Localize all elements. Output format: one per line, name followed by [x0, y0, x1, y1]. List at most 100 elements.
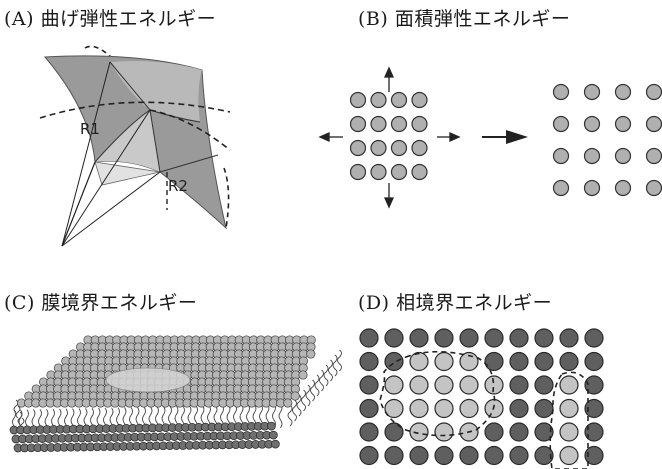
surface-upper-region: [110, 61, 202, 122]
lipid-tail: [15, 405, 21, 419]
particle-dark: [584, 375, 604, 395]
lipid-tail: [310, 379, 315, 402]
lipid-tail: [301, 389, 306, 412]
dashed-curvature-arc: [149, 109, 231, 151]
particle-dark: [409, 445, 429, 466]
particle: [411, 139, 428, 157]
particle-dark: [559, 328, 579, 348]
particle-grid-compact: [349, 91, 428, 181]
particle-dark: [534, 445, 554, 466]
transform-arrow-head: [506, 130, 528, 144]
particle: [614, 115, 632, 133]
particle: [411, 163, 428, 181]
radius-line: [61, 61, 111, 247]
lipid-tail: [337, 349, 342, 372]
particle-dark: [484, 351, 504, 372]
particle-dark: [534, 422, 554, 442]
particle: [645, 179, 662, 197]
particle: [370, 163, 387, 181]
particle: [614, 83, 632, 101]
particle-dark: [459, 445, 479, 466]
transform-arrow: [482, 130, 528, 144]
panel-d-title: (D) 相境界エネルギー: [358, 292, 553, 314]
particle-dark: [509, 398, 529, 419]
particle: [583, 147, 601, 165]
lipid-tail: [319, 369, 324, 392]
particle-dark: [509, 375, 529, 395]
particle: [390, 139, 408, 157]
lipid-head: [269, 430, 278, 440]
dashed-curvature-arc: [39, 101, 231, 119]
particle-dark: [559, 351, 579, 372]
panel-c-diagram: [9, 335, 342, 453]
radius-r1-label: R1: [80, 120, 100, 138]
lipid-tail: [278, 403, 283, 429]
particle: [552, 147, 570, 165]
particle-dark: [484, 422, 504, 442]
radius-line: [61, 109, 151, 247]
lipid-tail: [323, 364, 329, 387]
particle-light: [559, 422, 579, 442]
panel-b-title: (B) 面積弾性エネルギー: [358, 8, 571, 30]
particle-dark: [384, 351, 404, 372]
particle: [390, 163, 408, 181]
particle-dark: [459, 328, 479, 348]
particle: [349, 91, 367, 109]
radius-r2-label: R2: [168, 177, 188, 195]
particle-dark: [359, 445, 379, 466]
particle: [583, 83, 601, 101]
particle: [645, 115, 662, 133]
particle: [370, 91, 387, 109]
lipid-head: [290, 391, 300, 401]
particle-light: [384, 398, 404, 419]
lipid-tail: [287, 404, 293, 427]
particle-light: [434, 422, 454, 442]
particle: [552, 83, 570, 101]
surface-light-region: [95, 110, 160, 172]
lipid-tail: [314, 374, 320, 397]
particle-dark: [434, 445, 454, 466]
membrane-domain-ellipse: [105, 367, 191, 393]
particle-dark: [359, 398, 379, 419]
particle: [349, 139, 367, 157]
particle-light: [459, 398, 479, 419]
surface-rib: [149, 109, 161, 173]
lipid-tail: [292, 399, 297, 422]
particle-light: [484, 375, 504, 395]
dashed-curvature-arc: [223, 167, 230, 229]
arrow-down-head: [383, 197, 395, 209]
particle-light: [384, 375, 404, 395]
particle-dark: [534, 398, 554, 419]
expansion-arrows: [318, 66, 461, 209]
particle-dark: [484, 445, 504, 466]
panel-a-title: (A) 曲げ弾性エネルギー: [4, 8, 217, 30]
particle: [411, 115, 428, 133]
particle: [390, 91, 408, 109]
particle: [370, 115, 387, 133]
lipid-lower-leaflet: [9, 421, 280, 453]
lipid-head: [306, 349, 316, 359]
particle: [552, 115, 570, 133]
projection-triangle: [94, 161, 161, 186]
particle-dark: [584, 445, 604, 466]
particle-dark: [359, 422, 379, 442]
lipid-head: [271, 439, 280, 449]
phase-boundary-2: [549, 371, 589, 469]
lipid-tail: [17, 411, 23, 425]
lipid-tail: [328, 359, 333, 382]
particle: [583, 179, 601, 197]
panel-d-diagram: [359, 328, 604, 469]
radius-line: [61, 171, 161, 247]
particle-dark: [384, 328, 404, 348]
particle-light: [559, 375, 579, 395]
particle-light: [559, 398, 579, 419]
particle-dark: [359, 375, 379, 395]
particle-dark: [409, 328, 429, 348]
particle-dark: [484, 328, 504, 348]
particle-light: [434, 398, 454, 419]
particle: [390, 115, 408, 133]
lipid-head: [298, 370, 308, 380]
particle-light: [459, 375, 479, 395]
particle-dark: [584, 422, 604, 442]
